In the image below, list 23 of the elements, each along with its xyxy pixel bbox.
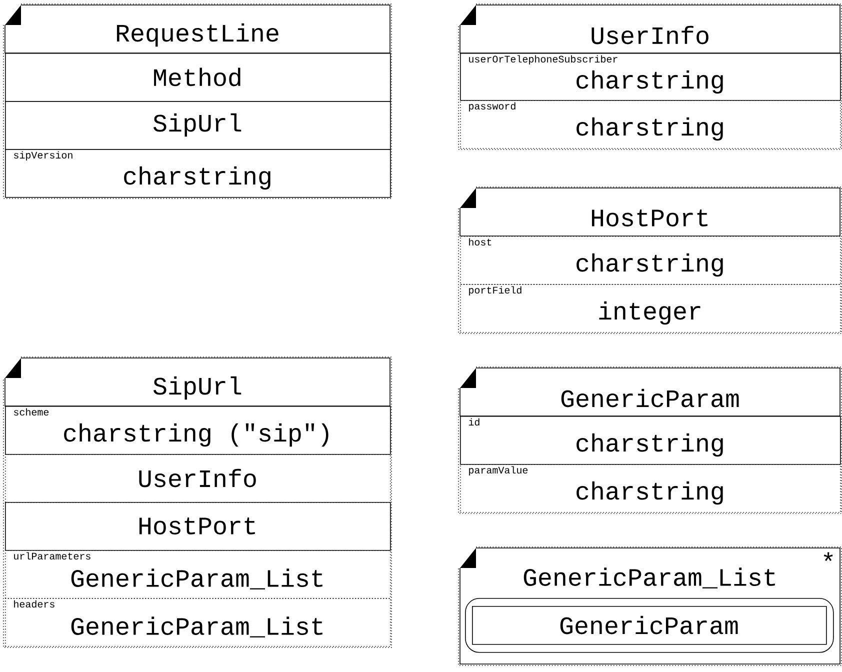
node-label: UserInfo xyxy=(592,26,708,44)
list-element-frame xyxy=(465,598,834,653)
field-row: id charstring xyxy=(460,416,841,465)
field-row: scheme charstring ("sip") xyxy=(5,406,391,455)
multiplicity-mark: * xyxy=(824,552,833,561)
optional-field-row: host charstring xyxy=(460,236,841,285)
field-row: Method xyxy=(5,53,391,102)
field-row: GenericParam xyxy=(472,606,827,645)
node-label: GenericParam_List xyxy=(524,568,775,588)
node-label: SipUrl xyxy=(153,376,242,400)
node-label: GenericParam xyxy=(561,388,739,408)
field-row: SipUrl xyxy=(5,101,391,150)
node-label: HostPort xyxy=(592,210,708,226)
optional-field-row: portField integer xyxy=(460,284,841,333)
optional-field-row: paramValue charstring xyxy=(460,464,841,513)
field-row: userOrTelephoneSubscriber charstring xyxy=(460,53,841,101)
optional-field-row: password charstring xyxy=(460,100,841,149)
optional-field-row: urlParameters GenericParam_List xyxy=(5,550,391,599)
field-row: sipVersion charstring xyxy=(5,149,391,198)
optional-field-row: UserInfo xyxy=(5,454,391,503)
node-label: RequestLine xyxy=(116,23,278,47)
optional-field-row: headers GenericParam_List xyxy=(5,598,391,647)
field-row: HostPort xyxy=(5,502,391,551)
